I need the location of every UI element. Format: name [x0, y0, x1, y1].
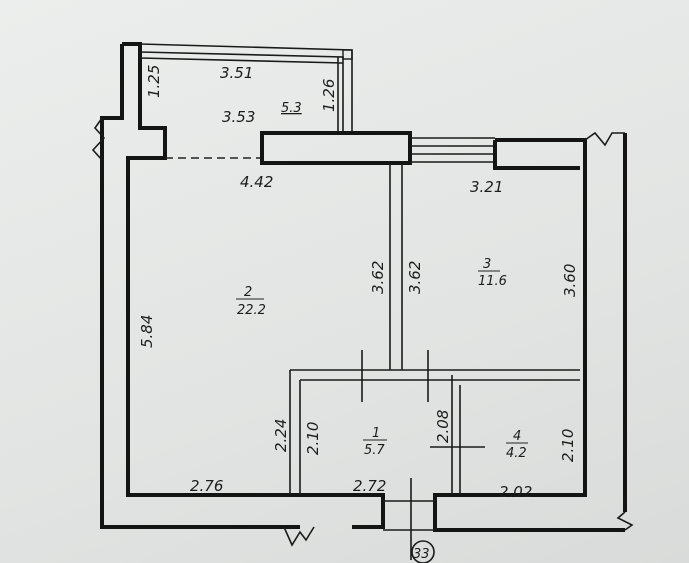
outer-wall-left [122, 42, 385, 529]
room1-area: 5.7 [364, 443, 385, 458]
balcony-width-top: 3.51 [220, 64, 253, 82]
room1-height-right: 2.08 [434, 410, 452, 443]
room4-number: 4 [513, 429, 521, 444]
entrance-opening [383, 500, 435, 531]
room2-number: 2 [244, 285, 252, 300]
window [410, 137, 495, 163]
partition-room1-room4 [451, 375, 461, 495]
room2-width-bottom: 2.76 [190, 477, 223, 495]
room3-number: 3 [483, 257, 491, 272]
break-mark-left [91, 117, 106, 161]
room3-height-right: 3.60 [561, 264, 579, 297]
room4-area: 4.2 [506, 446, 527, 461]
balcony-width-bottom: 3.53 [222, 108, 255, 126]
room3-width: 3.21 [470, 178, 503, 196]
balcony-depth-left: 1.25 [145, 65, 163, 98]
axis-marker-label: 33 [413, 547, 430, 562]
break-mark-right [584, 131, 634, 531]
partition-horizontal [290, 369, 580, 381]
balcony-depth-right: 1.26 [320, 79, 338, 112]
room2-height-left: 5.84 [138, 315, 156, 348]
room3-area: 11.6 [478, 274, 507, 289]
wall-block-center [260, 131, 412, 165]
room4-width: 2.02 [499, 483, 532, 501]
room2-partial-height: 2.24 [272, 419, 290, 452]
axis-marker-circle [411, 540, 435, 563]
room3-height-left: 3.62 [406, 261, 424, 294]
partition-room2-room3 [389, 163, 403, 370]
balcony-area: 5.3 [281, 101, 302, 116]
room1-width: 2.72 [353, 477, 386, 495]
door-marks [361, 350, 485, 560]
room1-height-left: 2.10 [304, 422, 322, 455]
outer-wall-left-outer [100, 44, 300, 529]
break-mark-bottom [283, 526, 315, 547]
partition-room2-room1 [289, 370, 301, 495]
room4-height-right: 2.10 [559, 429, 577, 462]
outer-wall-right [433, 133, 627, 532]
room2-height-right: 3.62 [369, 261, 387, 294]
room2-area: 22.2 [237, 303, 266, 318]
room1-number: 1 [372, 426, 380, 441]
room2-width-top: 4.42 [240, 173, 273, 191]
balcony-corner-post [342, 49, 353, 60]
